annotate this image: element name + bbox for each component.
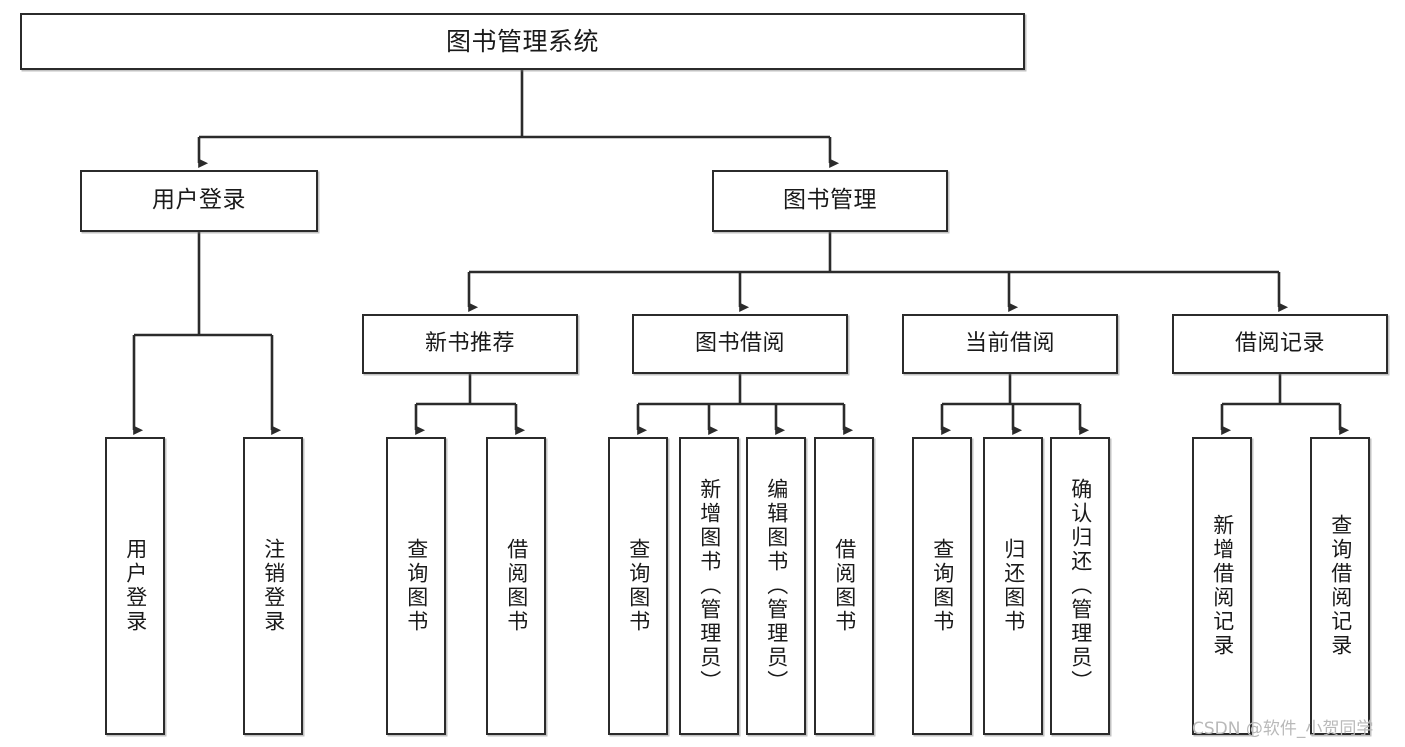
node-leaf-user-logout-label: 注销登录 <box>261 538 286 634</box>
node-leaf-return-book-label: 归还图书 <box>1001 538 1026 634</box>
node-root-label: 图书管理系统 <box>445 26 599 56</box>
node-new-book-recommend-label: 新书推荐 <box>424 331 515 357</box>
node-leaf-user-login[interactable]: 用户登录 <box>105 437 165 735</box>
node-book-manage-label: 图书管理 <box>783 187 877 214</box>
node-borrow-record[interactable]: 借阅记录 <box>1172 314 1388 374</box>
node-leaf-edit-book[interactable]: 编辑图书（管理员） <box>746 437 806 735</box>
node-leaf-add-borrow-record[interactable]: 新增借阅记录 <box>1192 437 1252 735</box>
node-borrow-record-label: 借阅记录 <box>1234 331 1325 357</box>
node-leaf-query-book-c-label: 查询图书 <box>930 538 955 634</box>
watermark-text: CSDN @软件_小贺同学 <box>1192 719 1374 739</box>
node-leaf-borrow-book-b[interactable]: 借阅图书 <box>814 437 874 735</box>
node-leaf-add-book-label: 新增图书（管理员） <box>697 478 722 694</box>
node-user-login-label: 用户登录 <box>152 187 246 214</box>
node-leaf-query-book-b-label: 查询图书 <box>626 538 651 634</box>
node-book-borrow-label: 图书借阅 <box>694 331 785 357</box>
node-leaf-borrow-book-b-label: 借阅图书 <box>832 538 857 634</box>
node-book-manage[interactable]: 图书管理 <box>712 170 948 232</box>
node-leaf-query-borrow-record[interactable]: 查询借阅记录 <box>1310 437 1370 735</box>
node-leaf-borrow-book-rec-label: 借阅图书 <box>504 538 529 634</box>
node-leaf-edit-book-label: 编辑图书（管理员） <box>764 478 789 694</box>
node-user-login[interactable]: 用户登录 <box>80 170 318 232</box>
node-book-borrow[interactable]: 图书借阅 <box>632 314 848 374</box>
node-current-borrow[interactable]: 当前借阅 <box>902 314 1118 374</box>
node-leaf-add-book[interactable]: 新增图书（管理员） <box>679 437 739 735</box>
node-current-borrow-label: 当前借阅 <box>964 331 1055 357</box>
node-root[interactable]: 图书管理系统 <box>20 13 1025 70</box>
node-leaf-query-borrow-record-label: 查询借阅记录 <box>1328 514 1353 658</box>
node-leaf-return-book[interactable]: 归还图书 <box>983 437 1043 735</box>
node-new-book-recommend[interactable]: 新书推荐 <box>362 314 578 374</box>
node-leaf-query-book-rec[interactable]: 查询图书 <box>386 437 446 735</box>
node-leaf-query-book-rec-label: 查询图书 <box>404 538 429 634</box>
node-leaf-query-book-b[interactable]: 查询图书 <box>608 437 668 735</box>
node-leaf-user-login-label: 用户登录 <box>123 538 148 634</box>
node-leaf-query-book-c[interactable]: 查询图书 <box>912 437 972 735</box>
node-leaf-confirm-return-label: 确认归还（管理员） <box>1068 478 1093 694</box>
node-leaf-confirm-return[interactable]: 确认归还（管理员） <box>1050 437 1110 735</box>
node-leaf-add-borrow-record-label: 新增借阅记录 <box>1210 514 1235 658</box>
node-leaf-borrow-book-rec[interactable]: 借阅图书 <box>486 437 546 735</box>
node-leaf-user-logout[interactable]: 注销登录 <box>243 437 303 735</box>
